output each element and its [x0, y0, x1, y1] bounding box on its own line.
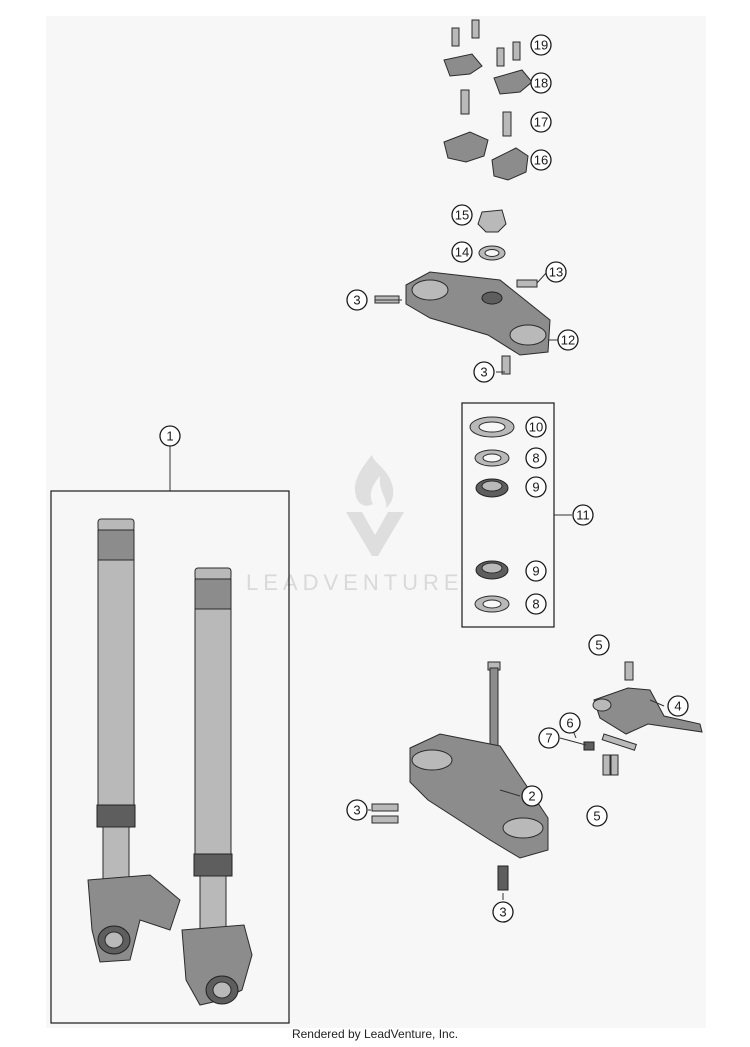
svg-text:3: 3 — [499, 905, 506, 920]
svg-text:5: 5 — [593, 809, 600, 824]
upper-triple-clamp-parts — [374, 209, 551, 375]
callout-11: 11 — [572, 504, 594, 526]
svg-text:14: 14 — [455, 245, 469, 260]
svg-text:9: 9 — [532, 480, 539, 495]
flame-logo-icon — [354, 455, 394, 508]
svg-text:3: 3 — [353, 293, 360, 308]
callout-12: 12 — [557, 329, 579, 351]
callout-16: 16 — [530, 149, 552, 171]
svg-text:18: 18 — [534, 76, 548, 91]
svg-text:7: 7 — [545, 731, 552, 746]
handlebar-clamp-parts — [443, 19, 533, 181]
diagram-panel — [46, 16, 706, 1028]
callout-8-upper: 8 — [525, 447, 547, 469]
fork-leg-left — [87, 518, 181, 963]
svg-text:5: 5 — [595, 638, 602, 653]
callout-6: 6 — [559, 712, 581, 734]
callout-9-lower: 9 — [525, 560, 547, 582]
svg-text:13: 13 — [549, 265, 563, 280]
callout-4: 4 — [667, 695, 689, 717]
svg-text:3: 3 — [480, 365, 487, 380]
callout-10: 10 — [525, 416, 547, 438]
render-credit: Rendered by LeadVenture, Inc. — [291, 1027, 459, 1041]
svg-text:10: 10 — [529, 420, 543, 435]
callout-17: 17 — [530, 111, 552, 133]
steering-damper-parts — [583, 661, 703, 776]
callout-1: 1 — [159, 425, 181, 447]
callout-5-upper: 5 — [588, 634, 610, 656]
svg-text:1: 1 — [166, 429, 173, 444]
fork-leg-right — [181, 567, 253, 1006]
svg-text:12: 12 — [561, 333, 575, 348]
callout-13: 13 — [545, 261, 567, 283]
svg-text:8: 8 — [532, 597, 539, 612]
v-logo-icon — [346, 512, 404, 556]
svg-text:9: 9 — [532, 564, 539, 579]
fork-assembly — [50, 446, 290, 1024]
svg-text:3: 3 — [353, 803, 360, 818]
watermark-text: LEADVENTURE — [246, 570, 464, 595]
svg-text:11: 11 — [576, 508, 590, 523]
callout-19: 19 — [530, 34, 552, 56]
svg-text:15: 15 — [455, 208, 469, 223]
svg-text:6: 6 — [566, 716, 573, 731]
svg-text:16: 16 — [534, 153, 548, 168]
callout-18: 18 — [530, 72, 552, 94]
callout-3-upper-bottom: 3 — [473, 361, 495, 383]
callout-5-lower: 5 — [586, 805, 608, 827]
svg-text:19: 19 — [534, 38, 548, 53]
callout-15: 15 — [451, 204, 473, 226]
svg-text:2: 2 — [528, 789, 535, 804]
leadventure-watermark: LEADVENTURE — [246, 455, 464, 595]
callout-14: 14 — [451, 241, 473, 263]
callout-2: 2 — [521, 785, 543, 807]
steering-bearing-parts — [461, 402, 572, 628]
svg-text:4: 4 — [674, 699, 681, 714]
callout-3-upper-left: 3 — [346, 289, 368, 311]
callout-9-upper: 9 — [525, 476, 547, 498]
callout-7: 7 — [538, 727, 560, 749]
svg-text:17: 17 — [534, 115, 548, 130]
lower-triple-clamp-parts — [371, 661, 549, 891]
callout-8-lower: 8 — [525, 593, 547, 615]
callout-3-lower-left: 3 — [346, 799, 368, 821]
svg-text:8: 8 — [532, 451, 539, 466]
callout-3-lower-bottom: 3 — [492, 901, 514, 923]
